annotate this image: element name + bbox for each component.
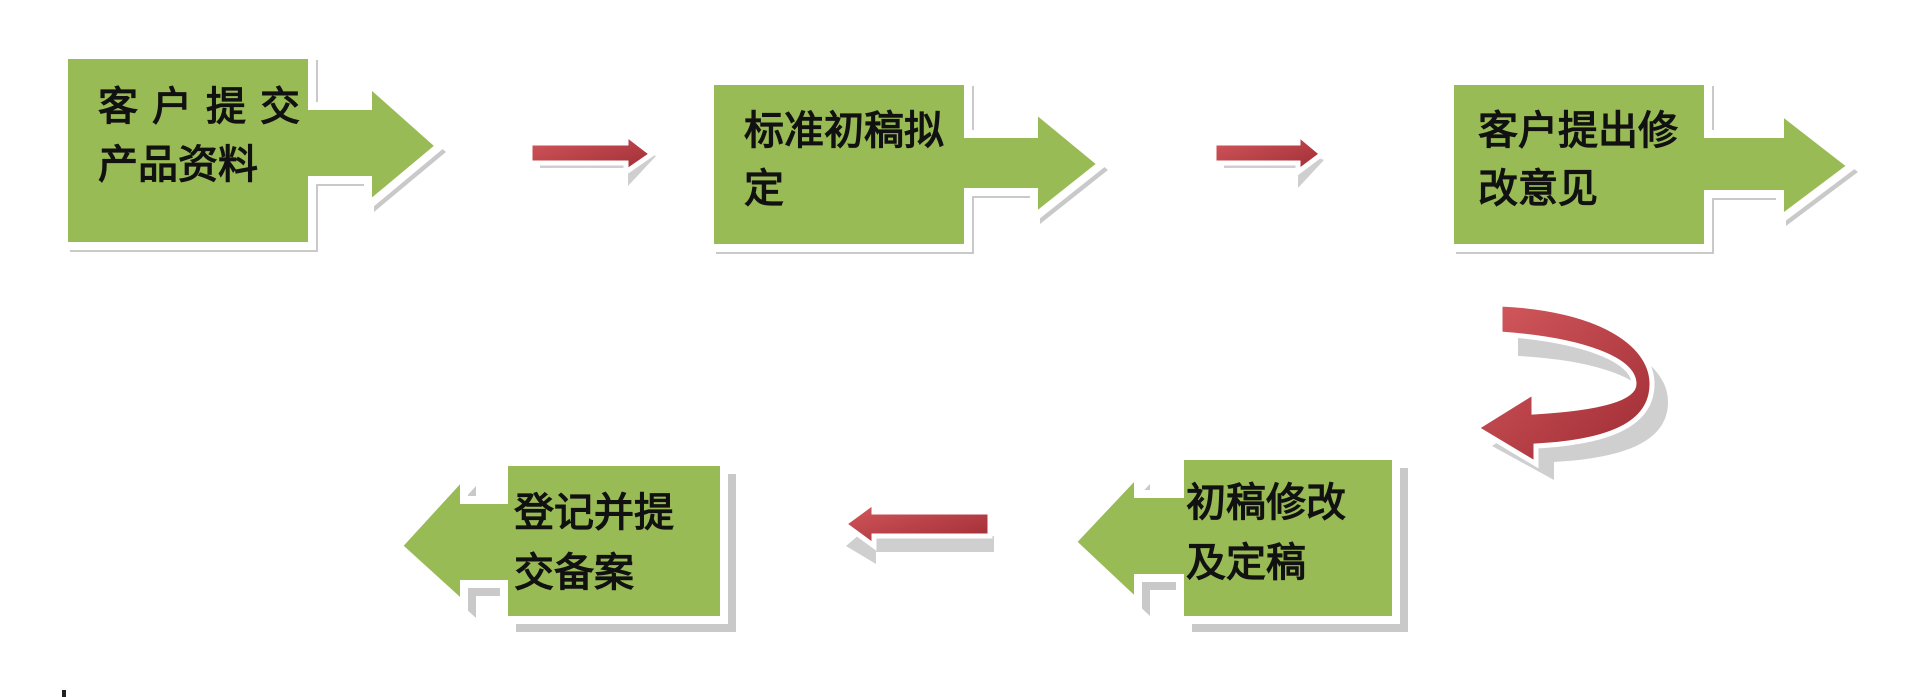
step-3-line-1: 客户提出修 bbox=[1478, 108, 1678, 154]
step-box-1 bbox=[60, 51, 447, 252]
step-5-line-2: 交备案 bbox=[514, 550, 634, 596]
step-2-line-2: 定 bbox=[744, 166, 784, 212]
step-4-line-1: 初稿修改 bbox=[1186, 480, 1346, 526]
step-5-line-1: 登记并提 bbox=[514, 490, 674, 536]
red-arrow-1 bbox=[527, 128, 657, 186]
step-1-line-2: 产品资料 bbox=[98, 142, 258, 188]
red-arrow-2 bbox=[1211, 128, 1327, 188]
step-2-line-1: 标准初稿拟 bbox=[744, 108, 944, 154]
step-4-line-2: 及定稿 bbox=[1186, 540, 1306, 586]
step-3-line-2: 改意见 bbox=[1478, 166, 1598, 212]
curved-red-arrow bbox=[1471, 301, 1668, 480]
step-box-3 bbox=[1446, 77, 1859, 254]
step-1-line-1: 客户提交 bbox=[98, 84, 314, 130]
step-box-2 bbox=[706, 77, 1109, 254]
stray-mark bbox=[62, 690, 66, 697]
step-box-5 bbox=[392, 458, 736, 632]
step-box-4 bbox=[1066, 452, 1408, 632]
red-arrow-3 bbox=[839, 497, 994, 564]
